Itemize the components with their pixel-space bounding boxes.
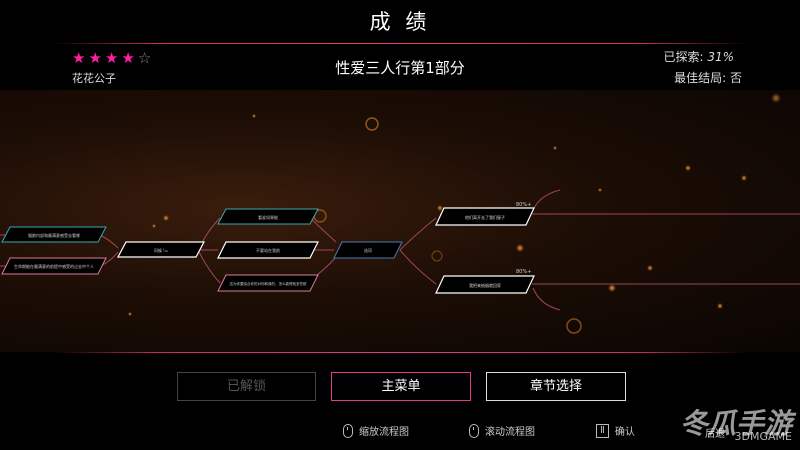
flowchart-node[interactable]: 生命期能在最满意的前提中感受的过去中个人: [1, 257, 107, 275]
flowchart-node[interactable]: 这为你要结合你的对你和我的，怎么能得就多些那: [217, 274, 319, 292]
flowchart-node[interactable]: 不要站在我前: [217, 241, 319, 259]
watermark-site: 3DMGAME: [734, 430, 792, 443]
flowchart-node[interactable]: 问候 !=: [117, 241, 205, 258]
mouse-icon: [343, 423, 353, 438]
flowchart-panel[interactable]: 猫娘内部和最满意感受去看哪 生命期能在最满意的前提中感受的过去中个人 问候 !=…: [0, 90, 800, 352]
unlocked-button[interactable]: 已解锁: [177, 372, 316, 401]
star-empty-icon: ☆: [137, 49, 152, 67]
back-hint: 后退: [705, 425, 725, 440]
zoom-hint-label: 缩放流程图: [359, 427, 409, 438]
node-label: 不要站在我前: [256, 247, 280, 253]
chapter-select-button[interactable]: 章节选择: [486, 372, 626, 401]
star-filled-icon: ★: [104, 49, 119, 67]
best-ending-value: 否: [729, 71, 742, 85]
best-ending-label: 最佳结局:: [674, 71, 727, 85]
node-label: 选项: [364, 247, 372, 253]
node-label: 生命期能在最满意的前提中感受的过去中个人: [14, 263, 94, 269]
star-filled-icon: ★: [72, 49, 86, 67]
percent-label: 80%+: [516, 202, 531, 208]
star-filled-icon: ★: [121, 49, 135, 67]
player-title: 花花公子: [72, 72, 116, 85]
flowchart-node[interactable]: 他们离开去了我们屋子: [435, 207, 535, 226]
flowchart-canvas[interactable]: 猫娘内部和最满意感受去看哪 生命期能在最满意的前提中感受的过去中个人 问候 !=…: [0, 90, 800, 352]
explored-stat: 已探索: 31%: [663, 48, 734, 65]
enter-key-icon: Ⅱ: [596, 423, 609, 438]
scroll-hint-label: 滚动流程图: [485, 427, 535, 438]
flowchart-node[interactable]: 我把来抽烟就回家: [435, 275, 535, 294]
zoom-hint: 缩放流程图: [343, 423, 409, 438]
flowchart-connectors: [0, 189, 800, 311]
explored-label: 已探索:: [663, 50, 704, 64]
confirm-hint: Ⅱ 确认: [596, 423, 635, 438]
star-filled-icon: ★: [88, 49, 102, 67]
node-label: 猫娘内部和最满意感受去看哪: [28, 232, 80, 238]
back-hint-label: 后退: [705, 429, 725, 440]
rating-stars: ★★★★☆: [72, 51, 151, 66]
explored-value: 31%: [707, 50, 734, 64]
header-divider: [52, 43, 748, 44]
node-label: 问候 !=: [154, 247, 168, 253]
chapter-name: 性爱三人行第1部分: [335, 59, 465, 77]
main-menu-button[interactable]: 主菜单: [331, 372, 471, 401]
node-label: 他们离开去了我们屋子: [465, 214, 505, 220]
background-particles: [128, 93, 781, 334]
confirm-hint-label: 确认: [614, 427, 635, 438]
node-label: 看谁如果能: [258, 214, 278, 220]
mouse-icon: [469, 423, 479, 438]
node-label: 这为你要结合你的对你和我的，怎么能得就多些那: [230, 281, 307, 286]
scroll-hint: 滚动流程图: [469, 423, 535, 438]
flowchart-node[interactable]: 选项: [333, 241, 403, 259]
footer-divider: [52, 352, 748, 353]
node-label: 我把来抽烟就回家: [469, 282, 501, 288]
flowchart-node[interactable]: 猫娘内部和最满意感受去看哪: [1, 226, 107, 243]
percent-label: 80%+: [516, 269, 531, 275]
page-title: 成 绩: [369, 10, 431, 34]
flowchart-node[interactable]: 看谁如果能: [217, 208, 319, 225]
best-ending-stat: 最佳结局: 否: [674, 69, 742, 86]
watermark-logo: 冬瓜手游: [679, 407, 792, 440]
